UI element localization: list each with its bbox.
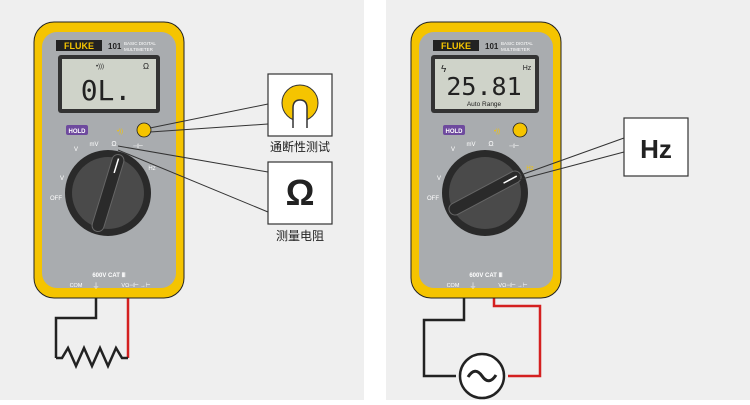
continuity-label: 通断性测试 xyxy=(270,139,330,154)
left-brand: FLUKE xyxy=(64,41,94,51)
right-hold-button[interactable] xyxy=(443,125,465,135)
left-cat-label: 600V CAT Ⅲ xyxy=(92,272,125,279)
left-continuity-button[interactable] xyxy=(136,122,152,138)
left-mode-mv: mV xyxy=(90,142,99,148)
hz-icon: Hz xyxy=(640,134,672,164)
right-dial-pointer xyxy=(503,175,518,184)
left-dial-knob[interactable] xyxy=(91,153,126,233)
right-lcd-caption: Auto Range xyxy=(467,101,502,108)
right-lcd-value: 25.81 xyxy=(446,72,521,101)
right-mode-v-dc: V xyxy=(437,176,441,182)
left-com-label: COM xyxy=(70,283,83,289)
right-dial-knob[interactable] xyxy=(447,169,523,217)
left-ground-icon: ⏚ xyxy=(93,282,100,290)
left-black-lead xyxy=(54,284,98,358)
left-multimeter: FLUKE 101 BASIC DIGITAL MULTIMETER •))) … xyxy=(33,21,185,370)
continuity-leader-2 xyxy=(149,123,269,133)
hz-callout-box xyxy=(623,117,689,177)
left-subtitle-1: BASIC DIGITAL xyxy=(124,41,156,46)
left-lcd-unit: Ω xyxy=(143,62,149,71)
left-hold-label: HOLD xyxy=(69,129,87,135)
left-off-label: OFF xyxy=(50,196,62,202)
left-brand-plate xyxy=(56,40,102,51)
continuity-icon xyxy=(281,84,319,128)
right-mode-ohm: Ω xyxy=(488,141,493,148)
right-mode-hz: Hz xyxy=(526,166,533,172)
right-model: 101 xyxy=(485,42,499,51)
ohm-leader-2 xyxy=(117,149,269,213)
ohm-label: 测量电阻 xyxy=(276,229,324,243)
left-continuity-indicator: •))) xyxy=(96,64,104,70)
right-hold-label: HOLD xyxy=(446,129,464,135)
right-cat-label: 600V CAT Ⅲ xyxy=(469,272,502,279)
left-mode-hz: Hz xyxy=(148,166,155,172)
right-multimeter: FLUKE 101 BASIC DIGITAL MULTIMETER ϟ Hz … xyxy=(410,21,562,400)
right-brand: FLUKE xyxy=(441,41,471,51)
right-brand-plate xyxy=(433,40,479,51)
hz-leader-2 xyxy=(517,151,625,181)
continuity-leader-1 xyxy=(149,103,269,129)
left-mode-ohm: Ω xyxy=(111,141,116,148)
right-lcd xyxy=(435,59,535,109)
right-mode-v-ac: V xyxy=(451,147,455,153)
left-lcd xyxy=(62,59,156,109)
right-red-lead xyxy=(492,284,542,378)
left-beep-icon: •)) xyxy=(117,129,123,135)
right-beep-icon: •)) xyxy=(494,129,500,135)
lightning-icon: ϟ xyxy=(441,64,447,75)
left-vinput-label: VΩ⊣⊢ →⊢ xyxy=(121,282,150,289)
ohm-icon: Ω xyxy=(286,172,315,213)
right-mode-cap: ⊣⊢ xyxy=(509,143,519,150)
right-off-label: OFF xyxy=(427,196,439,202)
left-mode-v-dc: V xyxy=(60,176,64,182)
left-subtitle-2: MULTIMETER xyxy=(124,47,154,52)
right-subtitle-2: MULTIMETER xyxy=(501,47,531,52)
left-mode-v-ac: V xyxy=(74,147,78,153)
hz-leader-1 xyxy=(517,137,625,177)
right-mode-mv: mV xyxy=(467,142,476,148)
left-model: 101 xyxy=(108,42,122,51)
ac-wave xyxy=(466,369,498,383)
right-com-label: COM xyxy=(447,283,460,289)
right-subtitle-1: BASIC DIGITAL xyxy=(501,41,533,46)
resistor-icon xyxy=(56,344,128,370)
right-yellow-button[interactable] xyxy=(512,122,528,138)
ohm-callout-box xyxy=(267,161,333,225)
ohm-leader-1 xyxy=(117,145,269,173)
right-lcd-unit: Hz xyxy=(523,65,532,72)
left-hold-button[interactable] xyxy=(66,125,88,135)
left-dial-pointer xyxy=(113,158,120,174)
right-black-lead xyxy=(422,284,466,378)
left-mode-cap: ⊣⊢ xyxy=(133,143,143,150)
left-lcd-value: 0L. xyxy=(81,74,132,107)
right-vinput-label: VΩ⊣⊢ →⊢ xyxy=(498,282,527,289)
right-ground-icon: ⏚ xyxy=(470,282,477,290)
